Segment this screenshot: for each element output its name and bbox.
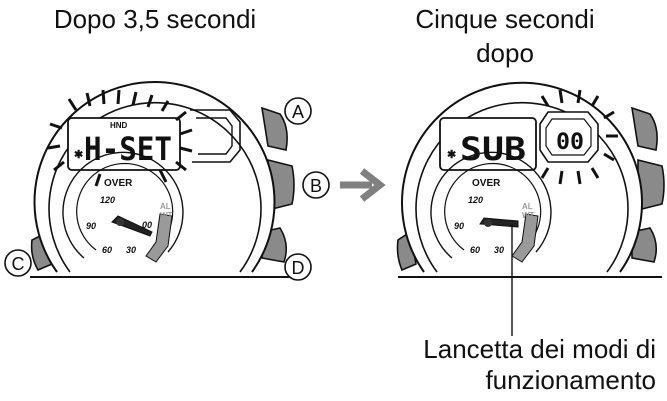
button-a-label: A: [292, 102, 304, 122]
left-bluetooth-icon: ✱: [74, 149, 83, 161]
right-watch-bezel: [415, 101, 629, 273]
left-flash-marks: [47, 89, 193, 187]
right-scale-90: 90: [454, 221, 464, 231]
right-small-display-inner: [545, 118, 592, 156]
left-button-a-housing: [261, 106, 288, 151]
right-small-display-text: 00: [556, 130, 584, 155]
left-mode-tag: HND: [110, 121, 128, 130]
button-b-marker: B: [302, 171, 330, 199]
left-scale-120: 120: [100, 195, 115, 205]
right-button-a-housing: [631, 106, 658, 151]
left-subdial-outer: [62, 151, 184, 259]
left-scale-00: 00: [142, 220, 152, 230]
left-watch-bezel: [48, 101, 262, 273]
pointer-label-line1: Lancetta dei modi di: [423, 334, 656, 364]
right-al-label: AL: [522, 202, 533, 211]
right-scale-60: 60: [470, 245, 480, 255]
right-hand-pivot: [484, 219, 492, 227]
left-scale-90: 90: [86, 221, 96, 231]
right-small-display-outline: [539, 111, 599, 163]
left-hand-pivot: [116, 218, 124, 226]
left-small-display-inner: [196, 117, 233, 155]
left-small-display-outline: [190, 109, 241, 163]
right-subdial: OVER 120 90 60 30 AL WT: [430, 151, 552, 263]
pointer-label-line2: funzionamento: [485, 365, 656, 395]
left-subdial-over: OVER: [104, 178, 133, 189]
left-subdial: OVER 120 90 60 30 00 AL WT: [62, 151, 184, 263]
right-caption-line1: Cinque secondi: [415, 4, 595, 34]
right-flash-marks: [540, 89, 618, 185]
button-d-label: D: [292, 258, 305, 278]
button-c-label: C: [12, 254, 25, 274]
right-subdial-over: OVER: [472, 178, 501, 189]
left-scale-60: 60: [102, 245, 112, 255]
left-subdial-inner: [76, 162, 174, 251]
right-bluetooth-icon: ✱: [447, 149, 456, 161]
left-button-c-housing: [30, 233, 53, 272]
left-scale-30: 30: [126, 245, 136, 255]
left-caption: Dopo 3,5 secondi: [53, 4, 257, 34]
left-watch: HND ✱ H-SET: [30, 81, 295, 278]
right-caption-line2: dopo: [476, 38, 534, 68]
right-subdial-outer: [430, 151, 552, 259]
right-button-b-housing: [637, 158, 665, 212]
right-watch: ✱ SUB 00 OVER 120 90 60 30: [396, 81, 665, 336]
button-d-marker: D: [284, 253, 312, 281]
left-wt-label: WT: [160, 211, 173, 220]
left-lcd-window: [67, 117, 181, 171]
button-b-label: B: [310, 176, 322, 196]
right-wt-label: WT: [522, 211, 535, 220]
button-a-marker: A: [284, 97, 312, 125]
right-lcd-window: [439, 117, 537, 171]
button-c-marker: C: [4, 249, 32, 277]
right-scale-120: 120: [468, 195, 483, 205]
left-subdial-checker: [145, 213, 173, 263]
right-subdial-checker: [511, 213, 539, 263]
left-display-text: H-SET: [84, 130, 172, 168]
right-scale-30: 30: [494, 245, 504, 255]
left-al-label: AL: [160, 202, 171, 211]
right-display-text: SUB: [460, 130, 526, 168]
right-subdial-inner: [444, 162, 542, 251]
right-arrow-icon: [340, 168, 386, 202]
